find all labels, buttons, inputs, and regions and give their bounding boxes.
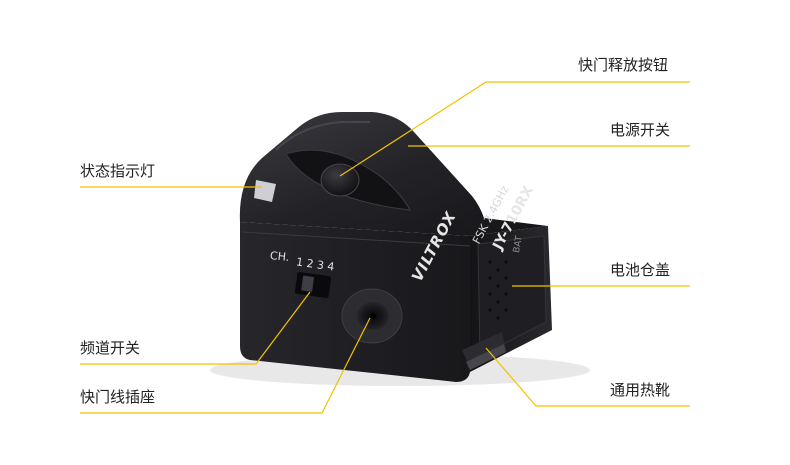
channel-switch-knob [301,275,314,292]
leader-hot-shoe [485,347,690,407]
callout-shutter-port: 快门线插座 [80,388,156,406]
callout-shutter-button: 快门释放按钮 [578,56,669,74]
callout-power-switch: 电源开关 [610,121,671,139]
callout-status-led: 状态指示灯 [80,162,156,180]
leader-channel-switch [80,291,311,365]
battery-cover [477,235,547,357]
callout-battery-cover: 电池仓盖 [610,261,671,279]
callout-hot-shoe: 通用热靴 [610,381,671,399]
callout-channel-switch: 频道开关 [80,339,141,357]
device-top-surface [239,112,548,236]
leader-shutter-port [80,317,371,414]
status-led-window [254,180,276,202]
shutter-button [320,163,360,197]
leader-shutter-button [339,81,690,177]
battery-cover-grip [488,260,508,320]
